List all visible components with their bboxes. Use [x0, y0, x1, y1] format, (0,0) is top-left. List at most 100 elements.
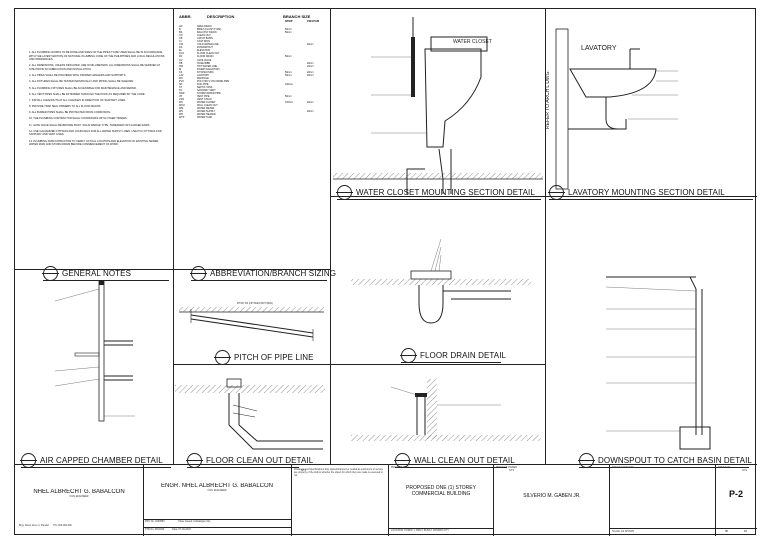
abbreviation-cell-d: VENT PIPE: [197, 95, 210, 99]
abbreviation-cell-a: AD: [179, 25, 183, 28]
abbreviation-cell-a: DS: [179, 46, 183, 50]
abbreviation-cell-a: SWP: [179, 92, 185, 96]
license-row: PRC No. 0160583 Place Issued: Catbalogan…: [145, 520, 289, 523]
abbreviation-cell-d: WATER CLOSET: [197, 101, 216, 105]
abbreviation-cell-s: 100mm: [285, 101, 293, 105]
abbreviation-cell-d: STORM WATER PIPE: [197, 92, 221, 96]
abbreviation-cell-s: 50mm: [285, 95, 292, 99]
abbreviation-cell-a: SV: [179, 88, 183, 92]
general-note-item: 7. INSTALL CLEANOUTS AT ALL CHANGES IN D…: [29, 98, 126, 102]
ptr-row: PTR No. 4821946 Date: 07-03-2023: [145, 528, 289, 531]
abbreviation-cell-s: 50mm: [285, 31, 292, 35]
abbreviation-row: IE INVERT ELEVATION: [179, 68, 327, 71]
abbreviation-cell-a: FD: [179, 55, 183, 59]
abbreviation-cell-a: ST: [179, 85, 183, 89]
designer-name: NHEL ALBRECHT G. BABALCON: [33, 489, 125, 495]
abbreviation-cell-d: SEPTIC TANK: [197, 85, 213, 89]
general-note-item: 13. PLUMBING SUBCONTRACTOR TO VERIFY ACT…: [29, 139, 159, 147]
abbreviation-cell-s: 50mm: [285, 73, 292, 77]
floor-cleanout-scale: NTS: [301, 469, 306, 472]
abbreviation-cell-d: DOWNSPOUT: [197, 46, 213, 50]
abbreviation-row: MH MANHOLE: [179, 77, 327, 80]
general-note-item: 11. GATE VALVE SHALL BE BRONZE BODY, SOL…: [29, 123, 151, 127]
abbreviation-cell-d: GATE VALVE: [197, 58, 212, 62]
abbreviation-cell-a: CB: [179, 37, 183, 41]
abbreviation-table: ABBR. DESCRIPTION BRANCH SIZE SP/DP CW/L…: [179, 13, 327, 223]
abbreviation-cell-a: CW: [179, 43, 183, 47]
ownership-notice: Drawings and Specifications duly signed/…: [294, 468, 384, 477]
abbreviation-row: WCO WALL CLEAN OUT: [179, 104, 327, 107]
abbreviation-cell-a: WTP: [179, 116, 185, 120]
lavatory-wall-note: REFER TO ARCH'L DWG.: [545, 70, 551, 129]
abbreviation-cell-a: WH: [179, 113, 183, 117]
abbreviation-cell-s: 100mm: [285, 82, 293, 86]
project-location: LOCATION: PUROK 1, BRGY. BUNAY, PANABO C…: [391, 529, 449, 532]
sheet-number-label: SHEET NO.: [718, 466, 731, 469]
abbreviation-cell-d: FLOOR DRAIN: [197, 55, 214, 59]
general-note-item: 3. ALL PIPES SHALL BE PROVIDED WITH PROP…: [29, 74, 127, 78]
desc-header: DESCRIPTION: [207, 14, 235, 19]
abbreviation-cell-c: 20mm: [307, 101, 314, 105]
sheet-total: 10: [744, 530, 747, 533]
abbreviation-cell-a: WCO: [179, 104, 185, 108]
lavatory-drawing: [555, 28, 678, 190]
owner-name: SILVERIO M. GABEN JR.: [523, 493, 581, 499]
abbreviation-cell-a: MH: [179, 76, 183, 80]
abbreviation-row: WH WATER HEATER: [179, 113, 327, 116]
abbreviation-cell-a: CO: [179, 34, 183, 38]
prc-number: PRC No. 0160583: [145, 520, 165, 523]
abbreviation-cell-d: WALL CLEAN OUT: [197, 104, 218, 108]
abbreviation-cell-d: WATER HEATER: [197, 113, 216, 117]
scale-label: SCALE: AS SHOWN: [612, 530, 635, 533]
project-label: PROJECT TITLE: [391, 466, 410, 469]
detail-marker-icon: [400, 348, 417, 363]
abbreviation-cell-s: [285, 116, 307, 119]
abbreviation-cell-d: MANHOLE: [197, 76, 209, 80]
abbreviation-cell-a: VSR: [179, 98, 184, 102]
general-note-item: 12. USE GALVANIZED FITTINGS AND COUPLING…: [29, 129, 162, 137]
air-chamber-drawing: [54, 280, 135, 422]
air-chamber-title-block: AIR CAPPED CHAMBER DETAIL: [20, 453, 163, 468]
abbreviation-cell-d: SOIL PIPE: [197, 82, 209, 86]
abbreviation-cell-d: INVERT ELEVATION: [197, 67, 220, 71]
abbreviation-row: DS DOWNSPOUT: [179, 46, 327, 49]
abbreviation-cell-a: WM: [179, 107, 184, 111]
floor-drain-title: FLOOR DRAIN DETAIL: [420, 351, 507, 360]
general-note-item: 6. ALL VENT PIPES SHALL BE EXTENDED THRO…: [29, 92, 146, 96]
abbreviation-cell-d: HOSE BIBB: [197, 61, 210, 65]
sp-header: SP/DP: [285, 20, 293, 23]
downspout-scale: NTS: [742, 469, 747, 472]
abbreviation-cell-d: CAST IRON: [197, 40, 210, 44]
abbreviation-cell-d: AREA DRAIN: [197, 25, 212, 28]
general-note-item: 1. ALL PLUMBING WORKS TO BE DONE AND SIZ…: [29, 51, 165, 62]
abbreviation-cell-d: ELEVATION: [197, 49, 211, 53]
general-note-item: 4. ALL FIXTURES SHALL BE TESTED INDIVIDU…: [29, 80, 134, 84]
wall-cleanout-title: WALL CLEAN OUT DETAIL: [414, 456, 515, 465]
detail-marker-icon: [186, 453, 203, 468]
general-note-item: 5. ALL PLUMBING FIXTURES SHALL BE ACCESS…: [29, 86, 137, 90]
floor-cleanout-title: FLOOR CLEAN OUT DETAIL: [206, 456, 314, 465]
sheet-number: P-2: [728, 489, 743, 499]
wall-cleanout-drawing: [351, 379, 541, 441]
abbreviation-cell-a: EL: [179, 49, 182, 53]
branch-header: BRANCH SIZE: [283, 14, 311, 19]
abbreviation-cell-a: IE: [179, 67, 182, 71]
abbreviation-title: ABBREVIATION/BRANCH SIZING: [210, 269, 337, 278]
abbr-header: ABBR.: [179, 14, 192, 19]
floor-cleanout-drawing: [175, 378, 325, 450]
abbreviation-cell-d: POLYVINYL CHLORIDE PIPE: [197, 79, 230, 83]
floor-drain-drawing: [351, 238, 531, 324]
abbreviation-cell-d: HOT WATER LINE: [197, 64, 218, 68]
designer-address-text: Brgy. Rosa, Zone II, Panabo: [19, 524, 49, 527]
